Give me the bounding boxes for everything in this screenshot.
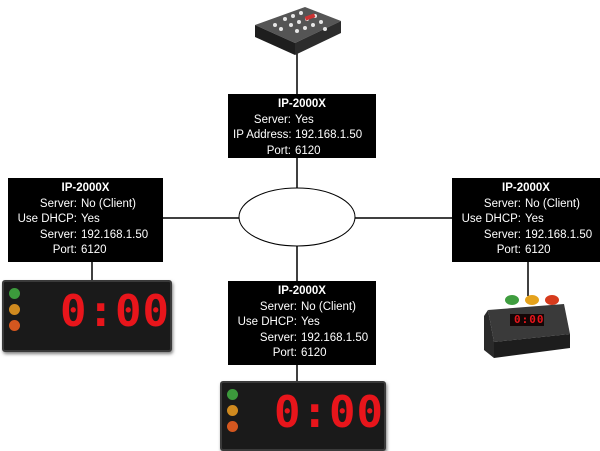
row-server: Server: No (Client) <box>233 300 371 316</box>
node-title: IP-2000X <box>61 182 110 194</box>
orange-light-icon <box>227 405 238 416</box>
row-server-ip: Server: 192.168.1.50 <box>13 228 158 244</box>
red-light-icon <box>9 320 20 331</box>
label-server: Server: <box>39 197 77 210</box>
row-use-dhcp: Use DHCP: Yes <box>13 212 158 228</box>
label-server-ip: Server: <box>39 228 77 241</box>
value-server-ip: 192.168.1.50 <box>81 228 149 241</box>
network-hub-ellipse <box>238 187 356 247</box>
label-port: Port: <box>496 244 521 256</box>
label-port: Port: <box>266 144 291 157</box>
node-box-left: IP-2000X Server: No (Client) Use DHCP: Y… <box>8 178 163 262</box>
row-port: Port: 6120 <box>457 243 595 259</box>
row-use-dhcp: Use DHCP: Yes <box>233 315 371 331</box>
desktop-timer: 0:00 <box>480 290 572 360</box>
timer-time: 0:00 <box>514 313 545 326</box>
row-server-ip: Server: 192.168.1.50 <box>233 331 371 347</box>
label-server: Server: <box>253 113 291 126</box>
remote-controller <box>245 3 345 58</box>
node-box-right: IP-2000X Server: No (Client) Use DHCP: Y… <box>452 178 600 262</box>
label-port: Port: <box>272 347 297 359</box>
label-server: Server: <box>259 300 297 313</box>
led-clock-display-icon <box>9 288 21 336</box>
label-port: Port: <box>52 244 77 256</box>
value-server: No (Client) <box>81 197 136 210</box>
row-server-ip: Server: 192.168.1.50 <box>457 228 595 244</box>
node-box-bottom: IP-2000X Server: No (Client) Use DHCP: Y… <box>228 281 376 365</box>
clock-time: 0:00 <box>60 286 170 337</box>
label-ip-address: IP Address: <box>233 129 292 141</box>
value-use-dhcp: Yes <box>525 213 544 225</box>
value-use-dhcp: Yes <box>81 213 100 225</box>
orange-light-icon <box>9 304 20 315</box>
row-server: Server: Yes <box>233 113 371 129</box>
label-server: Server: <box>483 197 521 210</box>
value-ip-address: 192.168.1.50 <box>295 129 363 141</box>
row-server: Server: No (Client) <box>13 197 158 213</box>
value-port: 6120 <box>525 244 551 256</box>
node-title: IP-2000X <box>278 285 326 297</box>
led-clock-display-left: 0:00 <box>2 280 172 352</box>
row-port: Port: 6120 <box>13 243 158 259</box>
node-box-top: IP-2000X Server: Yes IP Address: 192.168… <box>228 94 376 158</box>
label-use-dhcp: Use DHCP: <box>461 213 521 225</box>
label-use-dhcp: Use DHCP: <box>17 213 77 225</box>
led-clock-display-icon <box>227 389 239 437</box>
label-server-ip: Server: <box>259 331 297 344</box>
led-clock-display-bottom: 0:00 <box>220 381 386 451</box>
row-port: Port: 6120 <box>233 144 371 160</box>
green-light-icon <box>9 288 20 299</box>
label-server-ip: Server: <box>483 228 521 241</box>
value-use-dhcp: Yes <box>301 316 320 328</box>
row-port: Port: 6120 <box>233 346 371 362</box>
node-title: IP-2000X <box>502 182 550 194</box>
value-server-ip: 192.168.1.50 <box>525 228 593 241</box>
green-light-icon <box>227 389 238 400</box>
node-title: IP-2000X <box>278 98 326 110</box>
desktop-timer-icon <box>484 295 570 358</box>
value-server: No (Client) <box>525 197 580 210</box>
value-server: Yes <box>295 113 314 126</box>
clock-time: 0:00 <box>274 387 384 438</box>
value-server-ip: 192.168.1.50 <box>301 331 369 344</box>
value-port: 6120 <box>81 244 107 256</box>
value-server: No (Client) <box>301 300 356 313</box>
label-use-dhcp: Use DHCP: <box>237 316 297 328</box>
remote-controller-icon <box>255 7 341 55</box>
red-light-icon <box>227 421 238 432</box>
value-port: 6120 <box>301 347 327 359</box>
value-port: 6120 <box>295 144 321 157</box>
row-use-dhcp: Use DHCP: Yes <box>457 212 595 228</box>
row-ip-address: IP Address: 192.168.1.50 <box>233 128 371 144</box>
row-server: Server: No (Client) <box>457 197 595 213</box>
